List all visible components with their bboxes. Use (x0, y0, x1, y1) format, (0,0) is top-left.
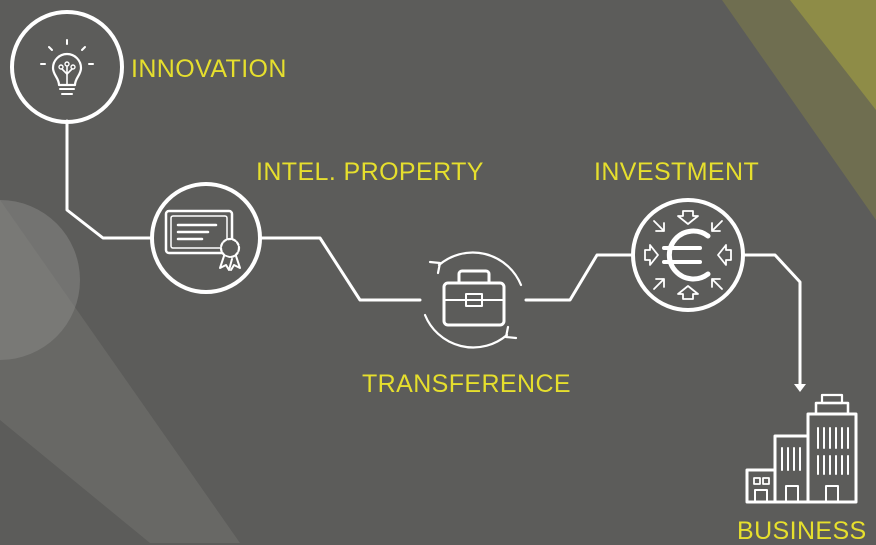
certificate-icon (150, 182, 262, 294)
buildings-icon (745, 393, 858, 504)
connector-line (741, 253, 802, 387)
step-label-transference: TRANSFERENCE (362, 370, 571, 398)
connector-line (258, 236, 422, 302)
step-label-investment: INVESTMENT (594, 158, 760, 186)
euro-icon (631, 198, 745, 312)
connector-line (524, 253, 635, 302)
briefcase-icon (423, 251, 523, 349)
arrow-head (794, 384, 806, 392)
step-label-innovation: INNOVATION (131, 55, 287, 83)
lightbulb-icon (10, 10, 124, 124)
step-label-intel-property: INTEL. PROPERTY (256, 158, 484, 186)
connector-line (65, 119, 154, 240)
step-label-business: BUSINESS (737, 517, 867, 545)
